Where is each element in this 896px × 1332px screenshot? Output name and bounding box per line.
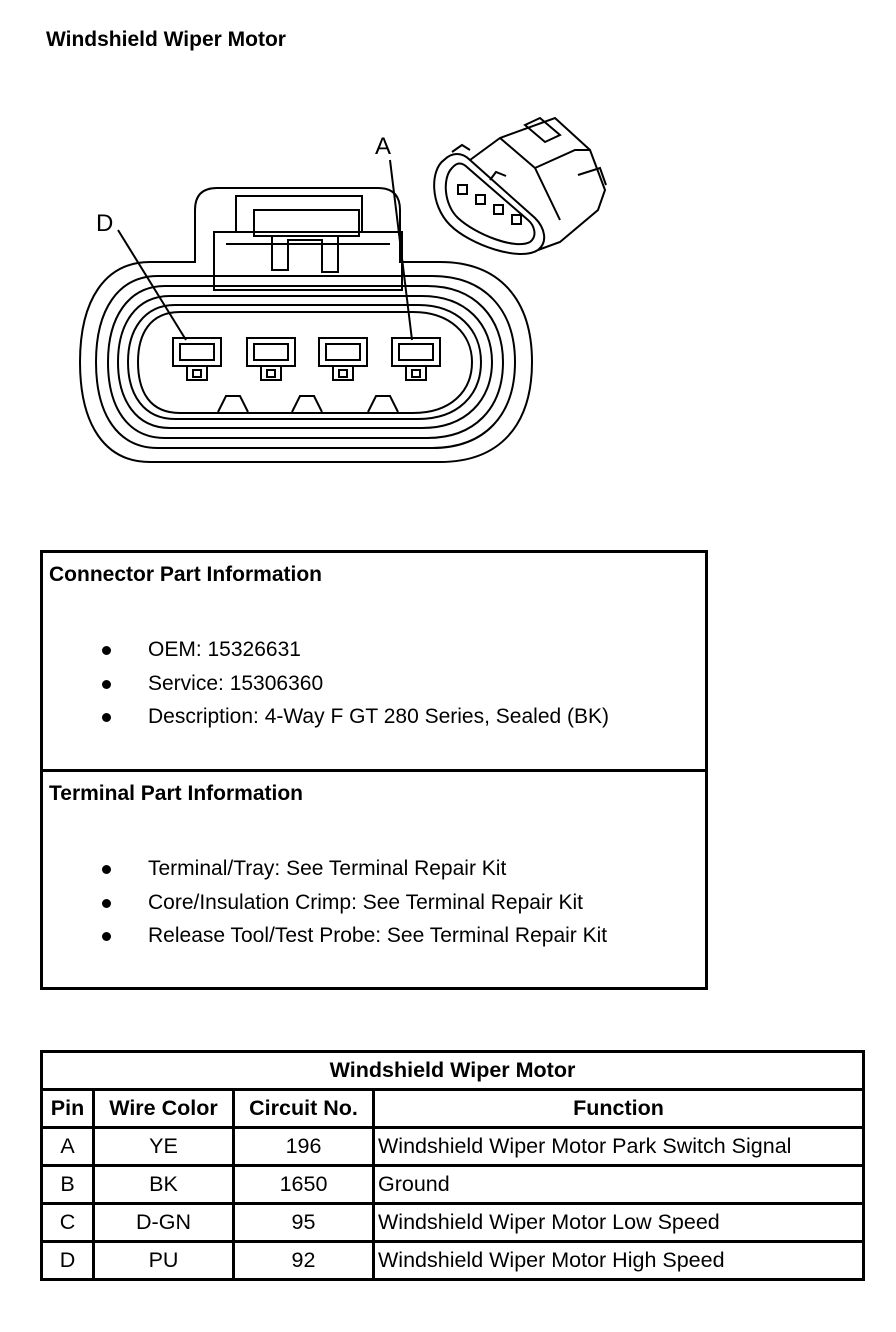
circuit-cell: 1650: [232, 1164, 375, 1205]
circuit-cell: 196: [232, 1126, 375, 1167]
connector-item-description: Description: 4-Way F GT 280 Series, Seal…: [148, 705, 610, 728]
pin-cell: B: [40, 1164, 95, 1205]
connector-info-list: OEM: 15326631 Service: 15306360 Descript…: [43, 633, 609, 734]
bullet-icon: [102, 898, 111, 908]
pin-table: Windshield Wiper Motor Pin Wire Color Ci…: [40, 1050, 865, 1281]
list-item: Core/Insulation Crimp: See Terminal Repa…: [43, 886, 607, 920]
pin-cell: D: [40, 1240, 95, 1281]
terminal-cavity-a: [391, 337, 441, 381]
pin-table-title-row: Windshield Wiper Motor: [40, 1050, 865, 1091]
connector-3d-view: [433, 116, 607, 255]
terminal-info-list: Terminal/Tray: See Terminal Repair Kit C…: [43, 852, 607, 953]
list-item: Description: 4-Way F GT 280 Series, Seal…: [43, 700, 609, 734]
pin-cell: C: [40, 1202, 95, 1243]
callout-leader-a: [389, 159, 413, 341]
function-cell: Windshield Wiper Motor Park Switch Signa…: [372, 1126, 865, 1167]
page-title: Windshield Wiper Motor: [46, 28, 286, 51]
list-item: Release Tool/Test Probe: See Terminal Re…: [43, 919, 607, 953]
circuit-cell: 95: [232, 1202, 375, 1243]
pin-table-header-row: Pin Wire Color Circuit No. Function: [40, 1088, 865, 1129]
terminal-item-tray: Terminal/Tray: See Terminal Repair Kit: [148, 857, 507, 880]
list-item: OEM: 15326631: [43, 633, 609, 667]
terminal-part-info: Terminal Part Information Terminal/Tray:…: [43, 772, 705, 987]
list-item: Terminal/Tray: See Terminal Repair Kit: [43, 852, 607, 886]
bullet-icon: [102, 865, 111, 874]
part-info-box: Connector Part Information OEM: 15326631…: [40, 550, 708, 990]
wire-color-cell: PU: [92, 1240, 235, 1281]
function-cell: Windshield Wiper Motor Low Speed: [372, 1202, 865, 1243]
function-cell: Ground: [372, 1164, 865, 1205]
terminal-item-release-tool: Release Tool/Test Probe: See Terminal Re…: [148, 924, 608, 947]
table-row: D PU 92 Windshield Wiper Motor High Spee…: [40, 1240, 865, 1281]
bullet-icon: [102, 932, 111, 941]
terminal-cavity-d: [172, 337, 222, 381]
connector-item-oem: OEM: 15326631: [148, 638, 301, 661]
function-cell: Windshield Wiper Motor High Speed: [372, 1240, 865, 1281]
wire-color-cell: BK: [92, 1164, 235, 1205]
circuit-cell: 92: [232, 1240, 375, 1281]
wire-color-cell: D-GN: [92, 1202, 235, 1243]
terminal-item-crimp: Core/Insulation Crimp: See Terminal Repa…: [148, 890, 583, 914]
column-header-function: Function: [372, 1088, 865, 1129]
wire-color-cell: YE: [92, 1126, 235, 1167]
table-row: B BK 1650 Ground: [40, 1164, 865, 1205]
callout-leader-d: [117, 229, 187, 341]
list-item: Service: 15306360: [43, 667, 609, 701]
bullet-icon: [102, 713, 111, 722]
connector-part-info: Connector Part Information OEM: 15326631…: [43, 553, 705, 772]
connector-outer-housing: [78, 187, 534, 463]
terminal-info-heading: Terminal Part Information: [49, 782, 303, 805]
connector-diagram: D A: [78, 116, 607, 463]
pin-table-title: Windshield Wiper Motor: [40, 1050, 865, 1091]
column-header-circuit-no: Circuit No.: [232, 1088, 375, 1129]
connector-item-service: Service: 15306360: [148, 671, 324, 695]
column-header-wire-color: Wire Color: [92, 1088, 235, 1129]
bullet-icon: [102, 646, 111, 655]
terminal-cavity-b: [318, 337, 368, 381]
bullet-icon: [102, 679, 111, 689]
pin-cell: A: [40, 1126, 95, 1167]
terminal-cavity-c: [246, 337, 296, 381]
callout-label-a: A: [375, 133, 391, 160]
table-row: A YE 196 Windshield Wiper Motor Park Swi…: [40, 1126, 865, 1167]
column-header-pin: Pin: [40, 1088, 95, 1129]
callout-label-d: D: [96, 210, 113, 237]
table-row: C D-GN 95 Windshield Wiper Motor Low Spe…: [40, 1202, 865, 1243]
connector-info-heading: Connector Part Information: [49, 563, 323, 586]
